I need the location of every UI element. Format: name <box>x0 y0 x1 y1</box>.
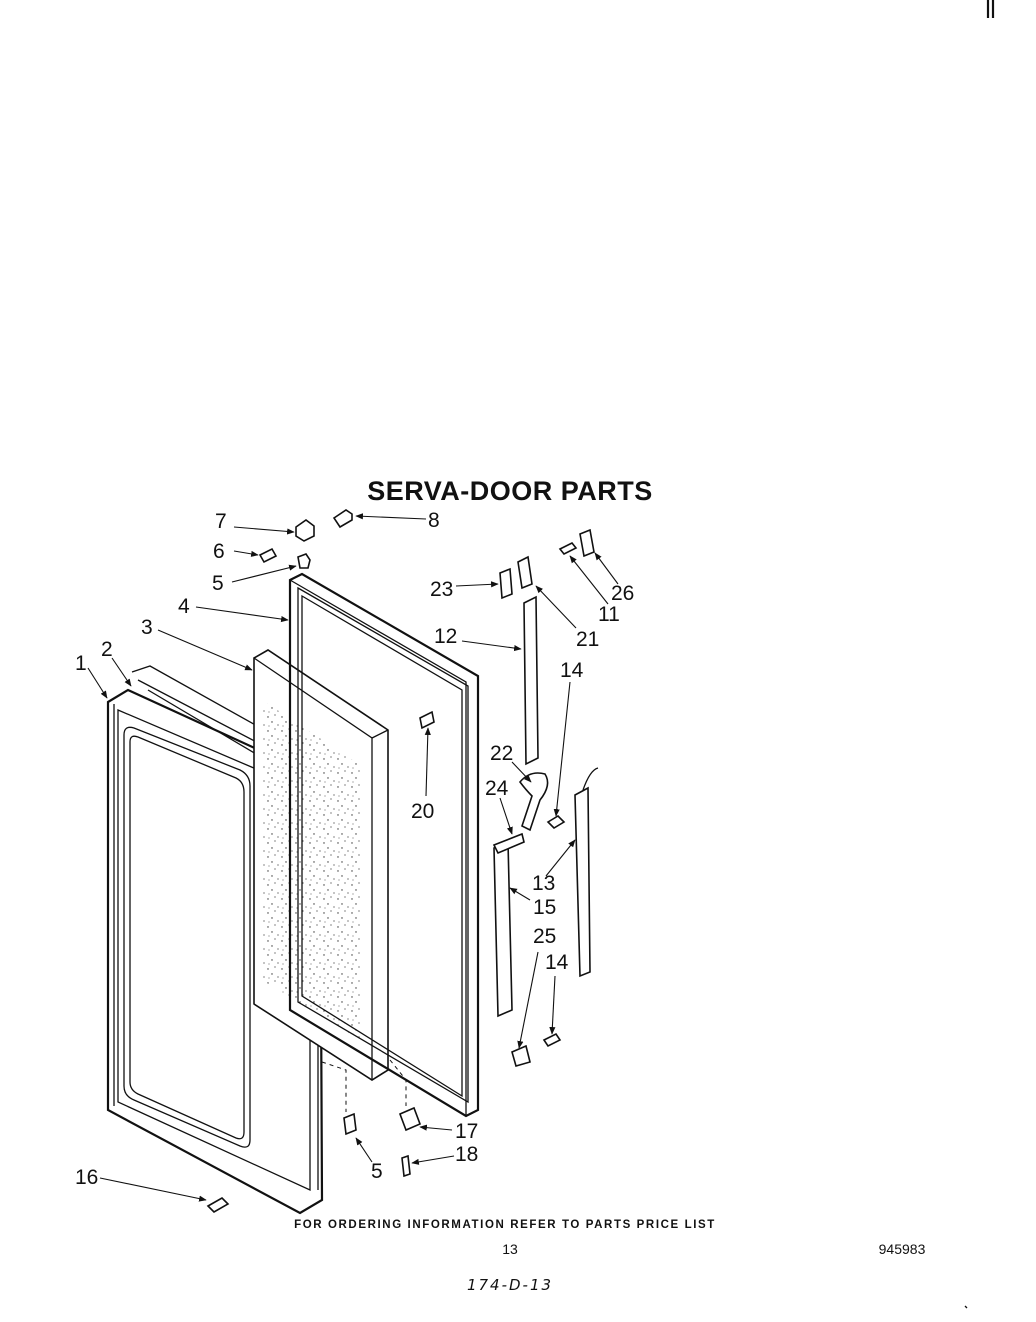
callout-5-bottom: 5 <box>371 1160 383 1183</box>
callout-20: 20 <box>411 800 434 823</box>
callout-6: 6 <box>213 540 225 563</box>
callout-16: 16 <box>75 1166 98 1189</box>
page-number: 13 <box>502 1241 518 1257</box>
diagram-number: 945983 <box>879 1241 926 1257</box>
callout-23: 23 <box>430 578 453 601</box>
part-1-outer-door-panel <box>106 688 324 1215</box>
callout-5-top: 5 <box>212 572 224 595</box>
callout-labels: 7 8 6 5 4 3 2 1 23 26 11 21 12 14 22 24 … <box>75 509 634 1189</box>
scan-speck <box>964 1305 968 1309</box>
callout-7: 7 <box>215 510 227 533</box>
callout-14-bottom: 14 <box>545 951 569 974</box>
handwritten-reference: 174-D-13 <box>467 1276 553 1294</box>
callout-18: 18 <box>455 1143 478 1166</box>
callout-11: 11 <box>598 603 620 626</box>
callout-17: 17 <box>455 1120 478 1143</box>
dashed-leaders <box>321 1059 407 1112</box>
callout-8: 8 <box>428 509 440 532</box>
callout-arrows <box>87 513 619 1202</box>
callout-26: 26 <box>611 582 634 605</box>
right-side-hardware <box>206 528 599 1213</box>
callout-2: 2 <box>101 638 113 661</box>
page-title: SERVA-DOOR PARTS <box>367 476 653 506</box>
callout-21: 21 <box>576 628 599 651</box>
callout-13: 13 <box>532 872 555 895</box>
callout-12: 12 <box>434 625 457 648</box>
callout-15: 15 <box>533 896 556 919</box>
callout-4: 4 <box>178 595 190 618</box>
callout-22: 22 <box>490 742 513 765</box>
part-4-door-liner <box>288 572 480 1118</box>
part-3-insulation-panel <box>253 649 389 1081</box>
callout-1: 1 <box>75 652 87 675</box>
callout-14-top: 14 <box>560 659 584 682</box>
callout-24: 24 <box>485 777 509 800</box>
ordering-info-note: FOR ORDERING INFORMATION REFER TO PARTS … <box>294 1219 716 1231</box>
top-hinge-hardware <box>258 509 353 569</box>
callout-25: 25 <box>533 925 556 948</box>
callout-3: 3 <box>141 616 153 639</box>
